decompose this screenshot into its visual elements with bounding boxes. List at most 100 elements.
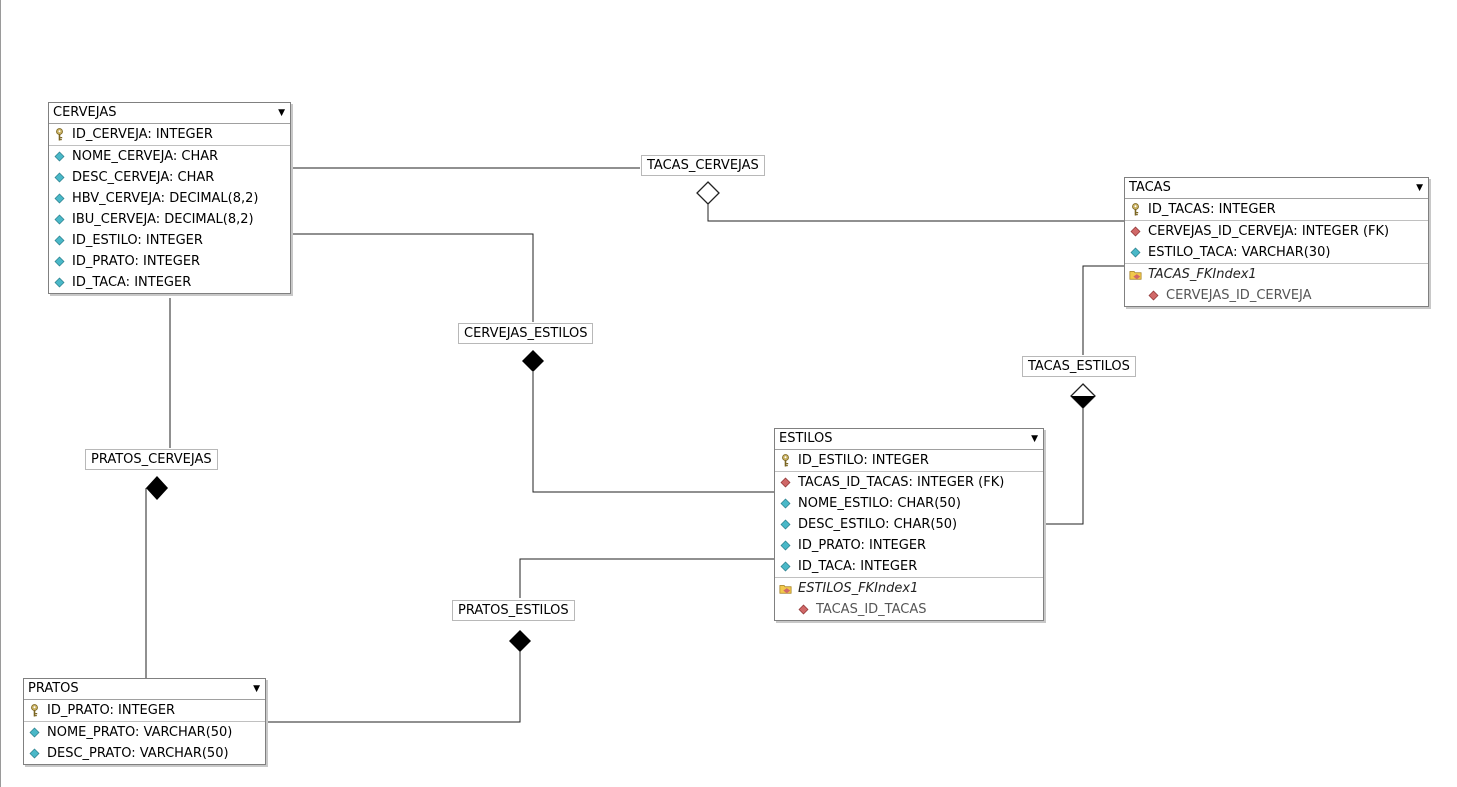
index-column-row[interactable]: CERVEJAS_ID_CERVEJA xyxy=(1125,285,1428,306)
attribute-icon xyxy=(53,255,66,268)
half-filled-diamond-marker xyxy=(1070,383,1096,409)
table-name: TACAS xyxy=(1129,180,1171,195)
column-section: NOME_CERVEJA: CHAR DESC_CERVEJA: CHAR HBV_… xyxy=(49,146,290,293)
relationship-tacas-estilos[interactable]: TACAS_ESTILOS xyxy=(1022,356,1136,377)
column-label: ID_PRATO: INTEGER xyxy=(47,703,176,718)
index-column-label: CERVEJAS_ID_CERVEJA xyxy=(1166,288,1312,303)
table-cervejas[interactable]: CERVEJAS ▼ ID_CERVEJA: INTEGER NOME_CERVEJA… xyxy=(48,102,291,294)
column-row[interactable]: ID_CERVEJA: INTEGER xyxy=(49,124,290,145)
column-section: NOME_PRATO: VARCHAR(50) DESC_PRATO: VARCH… xyxy=(24,722,265,764)
primary-key-section: ID_CERVEJA: INTEGER xyxy=(49,124,290,146)
connector-tacas-estilos xyxy=(1082,265,1125,355)
table-pratos[interactable]: PRATOS▼ ID_PRATO: INTEGER NOME_PRATO: VARC… xyxy=(23,678,266,765)
column-row[interactable]: NOME_CERVEJA: CHAR xyxy=(49,146,290,167)
column-row[interactable]: DESC_CERVEJA: CHAR xyxy=(49,167,290,188)
index-name: ESTILOS_FKIndex1 xyxy=(798,581,919,596)
column-row[interactable]: ID_TACA: INTEGER xyxy=(49,272,290,293)
table-header[interactable]: ESTILOS▼ xyxy=(775,429,1043,450)
table-header[interactable]: TACAS ▼ xyxy=(1125,178,1428,199)
column-row[interactable]: DESC_PRATO: VARCHAR(50) xyxy=(24,743,265,764)
dropdown-arrow-icon[interactable]: ▼ xyxy=(1031,434,1038,444)
column-row[interactable]: IBU_CERVEJA: DECIMAL(8,2) xyxy=(49,209,290,230)
column-row[interactable]: TACAS_ID_TACAS: INTEGER (FK) xyxy=(775,472,1043,493)
column-row[interactable]: ESTILO_TACA: VARCHAR(30) xyxy=(1125,242,1428,263)
connector-cervejas-estilos-to-estilos xyxy=(532,372,775,493)
column-row[interactable]: ID_ESTILO: INTEGER xyxy=(775,450,1043,471)
column-row[interactable]: ID_PRATO: INTEGER xyxy=(775,535,1043,556)
dropdown-arrow-icon[interactable]: ▼ xyxy=(253,684,260,694)
column-label: ID_PRATO: INTEGER xyxy=(72,254,201,269)
table-name: CERVEJAS xyxy=(53,105,117,120)
attribute-icon xyxy=(779,539,792,552)
attribute-icon xyxy=(53,171,66,184)
column-row[interactable]: NOME_ESTILO: CHAR(50) xyxy=(775,493,1043,514)
attribute-icon xyxy=(28,747,41,760)
relationship-pratos-estilos[interactable]: PRATOS_ESTILOS xyxy=(452,600,575,621)
connector-cervejas-estilos xyxy=(290,233,534,322)
index-column-row[interactable]: TACAS_ID_TACAS xyxy=(775,599,1043,620)
canvas-left-border xyxy=(0,0,1,787)
index-folder-icon xyxy=(779,582,792,595)
column-label: TACAS_ID_TACAS: INTEGER (FK) xyxy=(798,475,1005,490)
column-row[interactable]: CERVEJAS_ID_CERVEJA: INTEGER (FK) xyxy=(1125,221,1428,242)
connector-tacas-estilos-to-estilos xyxy=(1043,406,1084,525)
primary-key-section: ID_ESTILO: INTEGER xyxy=(775,450,1043,472)
table-header[interactable]: PRATOS▼ xyxy=(24,679,265,700)
foreign-key-icon xyxy=(1147,289,1160,302)
column-row[interactable]: ID_ESTILO: INTEGER xyxy=(49,230,290,251)
attribute-icon xyxy=(28,726,41,739)
column-row[interactable]: DESC_ESTILO: CHAR(50) xyxy=(775,514,1043,535)
column-row[interactable]: HBV_CERVEJA: DECIMAL(8,2) xyxy=(49,188,290,209)
column-label: ESTILO_TACA: VARCHAR(30) xyxy=(1148,245,1331,260)
column-label: ID_TACAS: INTEGER xyxy=(1148,202,1276,217)
filled-diamond-marker xyxy=(522,350,544,372)
column-row[interactable]: ID_TACA: INTEGER xyxy=(775,556,1043,577)
column-label: IBU_CERVEJA: DECIMAL(8,2) xyxy=(72,212,254,227)
relationship-tacas-cervejas[interactable]: TACAS_CERVEJAS xyxy=(641,155,765,176)
attribute-icon xyxy=(53,234,66,247)
relationship-pratos-cervejas[interactable]: PRATOS_CERVEJAS xyxy=(85,449,218,470)
column-row[interactable]: ID_PRATO: INTEGER xyxy=(24,700,265,721)
column-section: TACAS_ID_TACAS: INTEGER (FK) NOME_ESTILO:… xyxy=(775,472,1043,578)
connector-tacas-cervejas-to-tacas xyxy=(707,204,1125,222)
column-label: ID_CERVEJA: INTEGER xyxy=(72,127,213,142)
index-row[interactable]: TACAS_FKIndex1 xyxy=(1125,264,1428,285)
table-header[interactable]: CERVEJAS ▼ xyxy=(49,103,290,124)
column-label: ID_TACA: INTEGER xyxy=(72,275,192,290)
column-row[interactable]: ID_PRATO: INTEGER xyxy=(49,251,290,272)
foreign-key-icon xyxy=(797,603,810,616)
column-label: ID_TACA: INTEGER xyxy=(798,559,918,574)
primary-key-section: ID_TACAS: INTEGER xyxy=(1125,199,1428,221)
index-column-label: TACAS_ID_TACAS xyxy=(816,602,927,617)
filled-diamond-marker xyxy=(146,476,168,500)
table-tacas[interactable]: TACAS ▼ ID_TACAS: INTEGER CERVEJAS_ID_CERVE… xyxy=(1124,177,1429,307)
dropdown-arrow-icon[interactable]: ▼ xyxy=(278,108,285,118)
key-icon xyxy=(779,454,792,467)
column-label: ID_ESTILO: INTEGER xyxy=(72,233,203,248)
attribute-icon xyxy=(53,213,66,226)
foreign-key-icon xyxy=(779,476,792,489)
dropdown-arrow-icon[interactable]: ▼ xyxy=(1416,183,1423,193)
index-row[interactable]: ESTILOS_FKIndex1 xyxy=(775,578,1043,599)
connector-pratos-estilos xyxy=(519,558,775,598)
connector-pratos-estilos-to-pratos xyxy=(265,650,521,723)
column-label: ID_PRATO: INTEGER xyxy=(798,538,927,553)
attribute-icon xyxy=(779,497,792,510)
index-name: TACAS_FKIndex1 xyxy=(1148,267,1257,282)
column-label: HBV_CERVEJA: DECIMAL(8,2) xyxy=(72,191,259,206)
foreign-key-icon xyxy=(1129,225,1142,238)
attribute-icon xyxy=(779,560,792,573)
attribute-icon xyxy=(779,518,792,531)
open-diamond-marker xyxy=(696,181,720,205)
primary-key-section: ID_PRATO: INTEGER xyxy=(24,700,265,722)
relationship-cervejas-estilos[interactable]: CERVEJAS_ESTILOS xyxy=(458,323,594,344)
attribute-icon xyxy=(53,276,66,289)
column-row[interactable]: NOME_PRATO: VARCHAR(50) xyxy=(24,722,265,743)
column-label: DESC_PRATO: VARCHAR(50) xyxy=(47,746,229,761)
column-label: DESC_CERVEJA: CHAR xyxy=(72,170,215,185)
column-row[interactable]: ID_TACAS: INTEGER xyxy=(1125,199,1428,220)
index-folder-icon xyxy=(1129,268,1142,281)
